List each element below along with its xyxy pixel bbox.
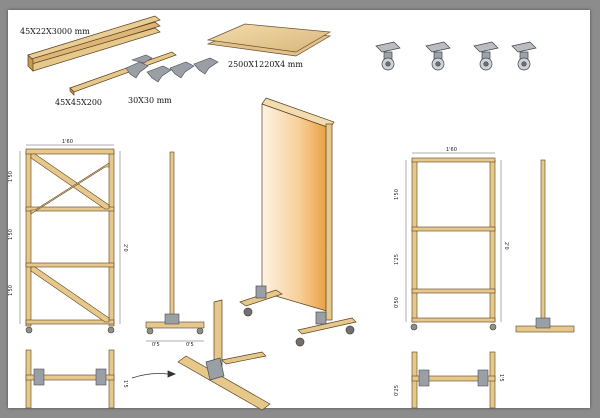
label-board: 2500X1220X4 mm: [228, 60, 303, 69]
castor-wheel: [511, 41, 537, 71]
castor-wheels: [375, 41, 537, 71]
long-timber-planks: [27, 15, 161, 72]
dim-seg-d: 1'50: [394, 189, 400, 200]
angle-brackets: [125, 54, 219, 83]
dim-base-a: 1'5: [498, 374, 504, 382]
arrow: [131, 370, 177, 379]
dim-foot-c: 1'5: [122, 380, 128, 388]
frame-front-ladder: [410, 157, 497, 331]
castor-wheel: [425, 41, 451, 71]
dim-seg-e: 1'25: [394, 254, 400, 265]
dim-seg-b: 1'50: [8, 229, 14, 240]
frame-b-dimensions: [405, 152, 502, 322]
frame-front-braced: [25, 148, 115, 334]
base-detail-b: [411, 351, 496, 409]
dim-foot-a: 0'5: [152, 342, 160, 348]
dim-height-a: 2'0: [122, 244, 128, 252]
dim-seg-c: 1'50: [8, 285, 14, 296]
dim-seg-f: 0'50: [394, 297, 400, 308]
base-detail-a: [25, 349, 115, 409]
dim-width-a: 1'60: [62, 139, 73, 145]
castor-wheel: [375, 41, 401, 71]
dim-seg-a: 1'50: [8, 171, 14, 182]
dim-height-b: 2'0: [503, 242, 509, 250]
board-sheets: [206, 23, 332, 57]
frame-a-dimensions: [19, 144, 121, 324]
dim-width-b: 1'60: [446, 147, 457, 153]
castor-wheel: [473, 41, 499, 71]
dim-seg-g: 0'25: [394, 385, 400, 396]
label-brackets: 30X30 mm: [128, 96, 172, 105]
label-timber-short: 45X45X200: [55, 98, 103, 107]
side-pole-a: [145, 151, 205, 342]
side-pole-b: [515, 159, 575, 333]
base-perspective: [177, 299, 271, 411]
panel-with-board: [239, 97, 357, 347]
label-timber-long: 45X22X3000 mm: [20, 27, 90, 36]
dimension-labels: 1'60 1'50 1'50 1'50 2'0 0'5 0'5 1'60 1'5…: [8, 139, 509, 396]
dim-foot-b: 0'5: [186, 342, 194, 348]
